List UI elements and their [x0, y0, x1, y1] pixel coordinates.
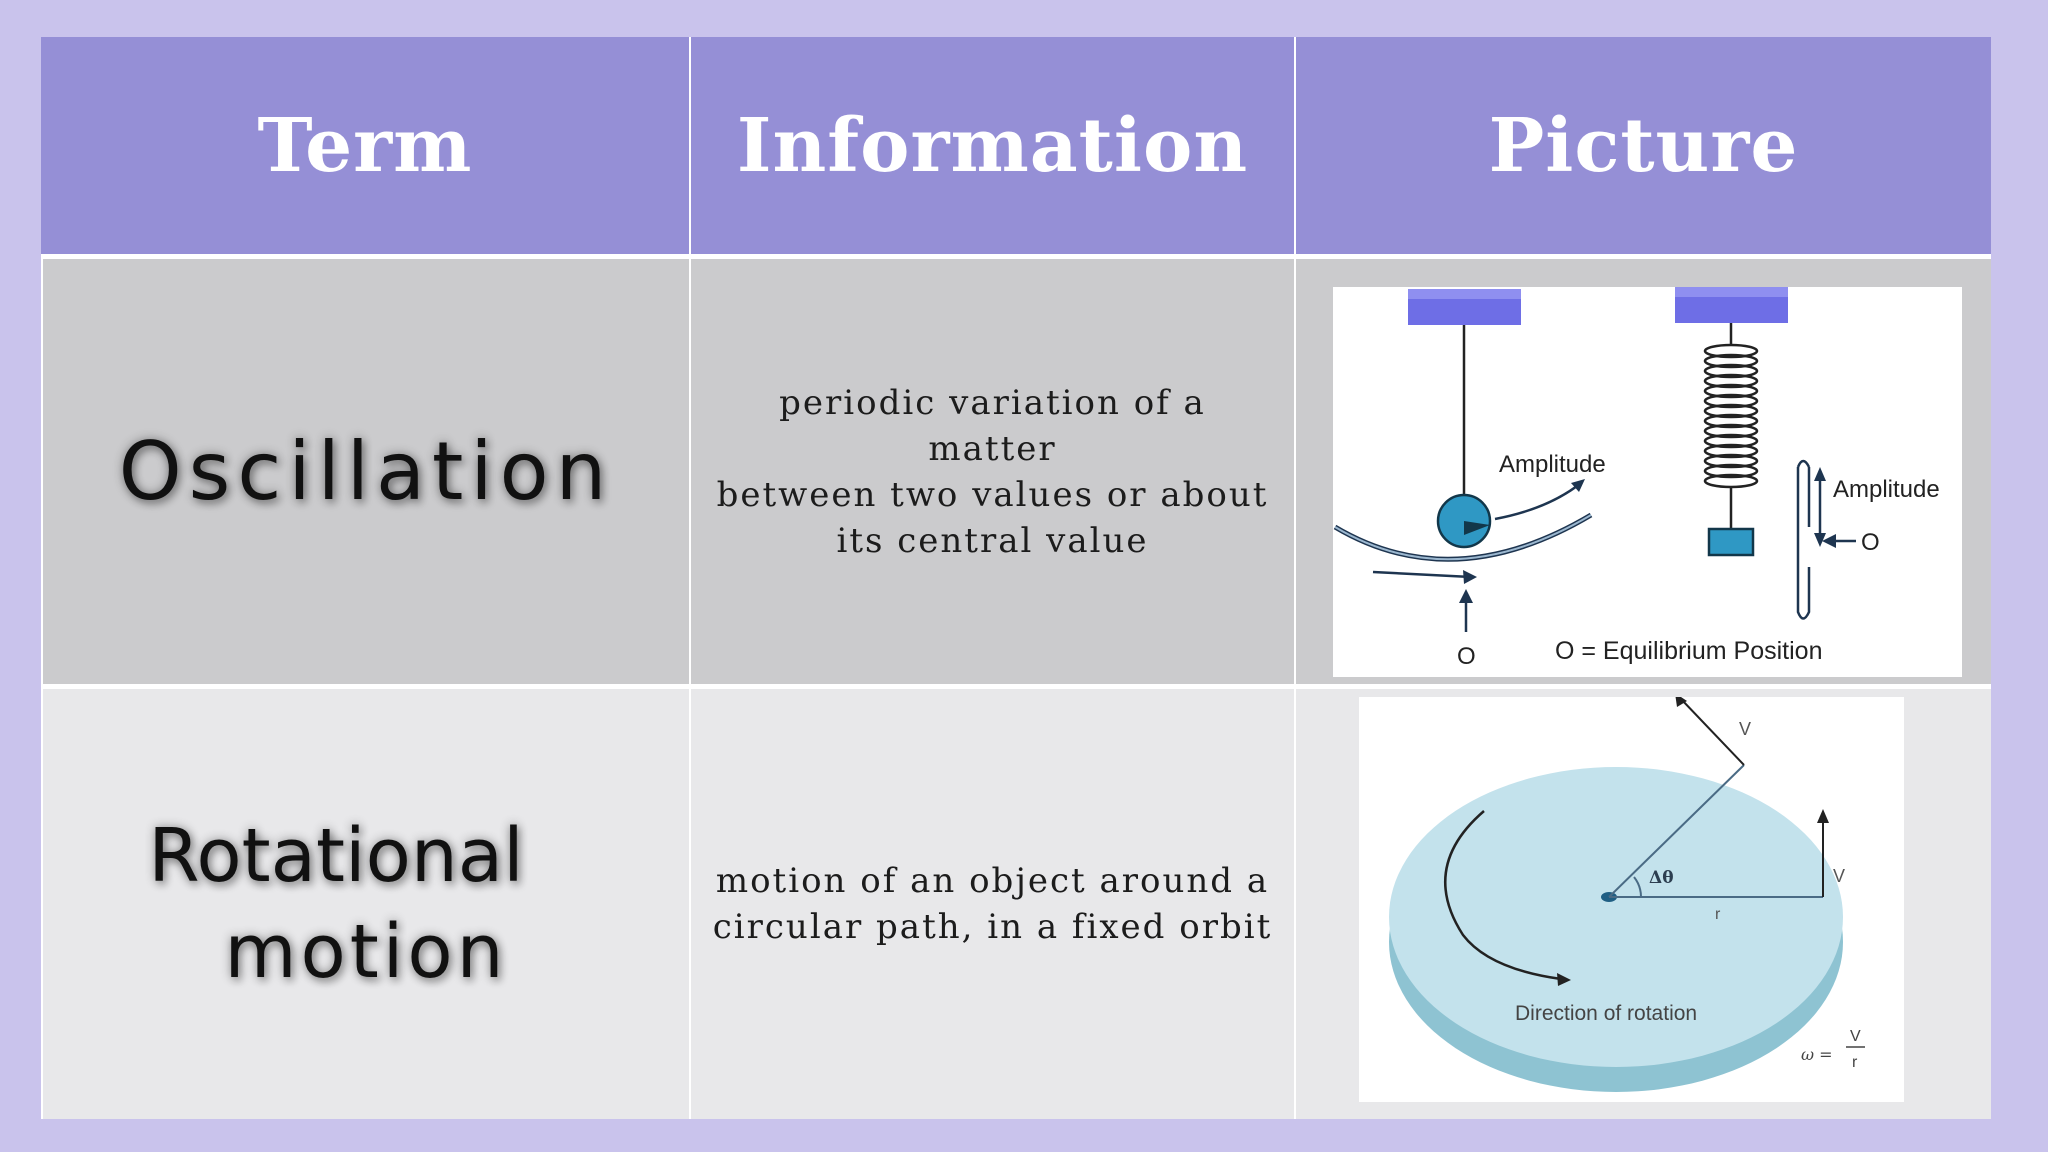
- r-label: r: [1715, 906, 1721, 923]
- info-text: periodic variation of a matter between t…: [716, 382, 1269, 561]
- info-oscillation: periodic variation of a matter between t…: [689, 259, 1294, 684]
- equilibrium-caption: O = Equilibrium Position: [1555, 637, 1822, 665]
- v-top-label: V: [1739, 719, 1751, 739]
- term-label: Oscillation: [118, 425, 614, 518]
- disc-top: [1389, 767, 1843, 1067]
- amplitude-left-label: Amplitude: [1499, 451, 1606, 478]
- info-rotational-motion: motion of an object around a circular pa…: [689, 689, 1294, 1119]
- header-information: Information: [689, 37, 1294, 254]
- spring-coil: [1703, 343, 1759, 489]
- amplitude-right-label: Amplitude: [1833, 476, 1940, 503]
- rotation-caption: Direction of rotation: [1515, 1002, 1697, 1025]
- terms-table: Term Information Picture Oscillation per…: [41, 37, 1991, 1119]
- rotation-arrow: [1444, 810, 1562, 981]
- header-term: Term: [41, 37, 689, 254]
- picture-oscillation: Amplitude O: [1294, 259, 1991, 684]
- picture-rotational-motion: V V Δθ r Direction of rotation ω = V r: [1294, 689, 1991, 1119]
- rotation-diagram: V V Δθ r Direction of rotation ω = V r: [1359, 697, 1904, 1102]
- term-oscillation: Oscillation: [41, 259, 689, 684]
- term-label-line2: motion: [224, 909, 508, 995]
- header-term-label: Term: [257, 102, 473, 189]
- omega-label: ω =: [1801, 1045, 1833, 1064]
- o-right-label: O: [1861, 529, 1880, 556]
- spring-mass: [1707, 527, 1755, 557]
- o-bottom-label: O: [1457, 643, 1476, 670]
- header-picture: Picture: [1294, 37, 1991, 254]
- term-label-line1: Rotational: [148, 813, 524, 899]
- v-right-label: V: [1833, 866, 1845, 886]
- term-rotational-motion: Rotational motion: [41, 689, 689, 1119]
- header-picture-label: Picture: [1488, 102, 1799, 189]
- info-text: motion of an object around a circular pa…: [712, 861, 1273, 947]
- oscillation-diagram: Amplitude O: [1333, 287, 1962, 677]
- fraction-numerator: V: [1850, 1028, 1861, 1045]
- fraction-denominator: r: [1852, 1054, 1858, 1071]
- header-information-label: Information: [736, 102, 1249, 189]
- angle-label: Δθ: [1649, 868, 1674, 888]
